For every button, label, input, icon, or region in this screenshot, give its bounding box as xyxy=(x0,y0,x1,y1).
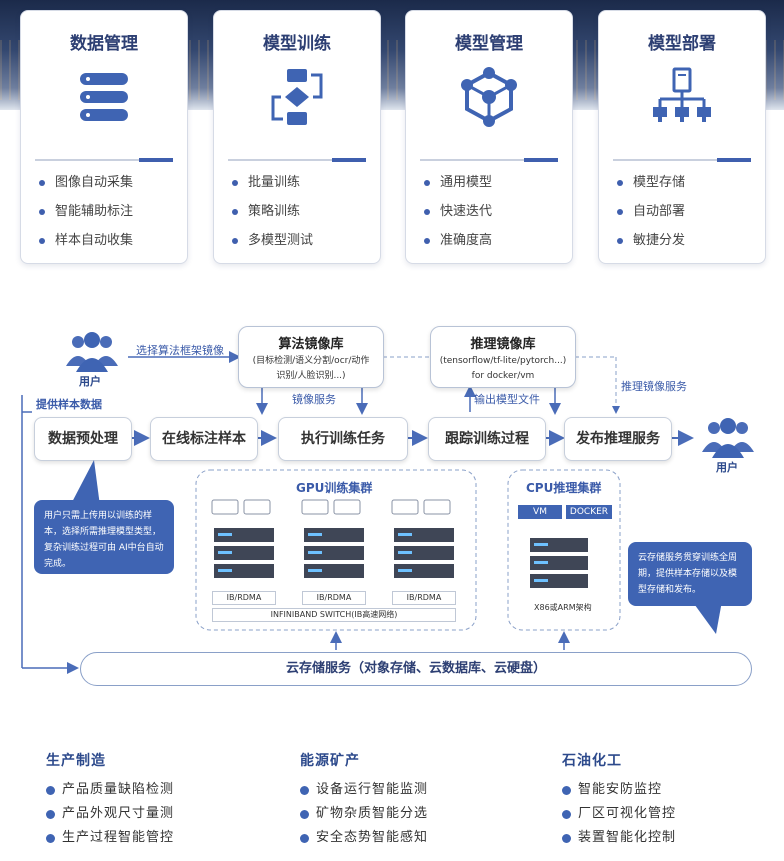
list-item: 通用模型 xyxy=(420,168,492,197)
industry-title: 生产制造 xyxy=(46,753,106,769)
card-model-deployment: 模型部署 模型存储 自动部署 敏捷分发 xyxy=(598,10,766,264)
cloud-storage-bar: 云存储服务（对象存储、云数据库、云硬盘） xyxy=(80,652,752,686)
card-divider xyxy=(420,158,558,162)
industry-title: 石油化工 xyxy=(562,753,622,769)
list-item: 智能辅助标注 xyxy=(35,197,133,226)
ib-rdma-label: IB/RDMA xyxy=(392,591,456,605)
list-item: 多模型测试 xyxy=(228,226,313,255)
card-divider xyxy=(613,158,751,162)
list-item: 策略训练 xyxy=(228,197,313,226)
image-service-label: 镜像服务 xyxy=(292,393,336,406)
list-item: 准确度高 xyxy=(420,226,492,255)
deploy-tree-icon xyxy=(653,67,711,122)
industry-list: 产品质量缺陷检测 产品外观尺寸量测 生产过程智能管控 xyxy=(46,778,296,850)
list-item: 生产过程智能管控 xyxy=(46,826,296,850)
card-title: 模型管理 xyxy=(455,34,523,54)
step-annotate: 在线标注样本 xyxy=(150,417,258,461)
card-list: 模型存储 自动部署 敏捷分发 xyxy=(613,168,685,255)
list-item: 自动部署 xyxy=(613,197,685,226)
ib-rdma-label: IB/RDMA xyxy=(212,591,276,605)
gpu-servers xyxy=(211,499,454,578)
repo-title: 推理镜像库 xyxy=(470,337,536,352)
list-item: 图像自动采集 xyxy=(35,168,133,197)
connector-lines xyxy=(21,351,694,674)
step-publish: 发布推理服务 xyxy=(564,417,672,461)
list-item: 智能安防监控 xyxy=(562,778,772,802)
industry-list: 智能安防监控 厂区可视化管控 装置智能化控制 xyxy=(562,778,772,850)
card-model-training: 模型训练 批量训练 策略训练 多模型测试 xyxy=(213,10,381,264)
industry-energy: 能源矿产 设备运行智能监测 矿物杂质智能分选 安全态势智能感知 xyxy=(300,750,550,850)
industry-petrochemical: 石油化工 智能安防监控 厂区可视化管控 装置智能化控制 xyxy=(562,750,772,850)
repo-subtitle: (tensorflow/tf-lite/pytorch...) xyxy=(439,356,567,366)
info-bubble-left: 用户只需上传用以训练的样本，选择所需推理模型类型，复杂训练过程可由 AI中台自动… xyxy=(34,500,174,574)
inference-image-repo: 推理镜像库 (tensorflow/tf-lite/pytorch...) fo… xyxy=(430,326,576,388)
card-data-management: 数据管理 图像自动采集 智能辅助标注 样本自动收集 xyxy=(20,10,188,264)
vm-tag: VM xyxy=(518,505,562,519)
flow-cycle-icon xyxy=(271,69,323,125)
user-group-icon xyxy=(702,418,754,458)
user-group-icon xyxy=(66,332,118,372)
cpu-cluster-title: CPU推理集群 xyxy=(526,481,602,495)
list-item: 快速迭代 xyxy=(420,197,492,226)
list-item: 厂区可视化管控 xyxy=(562,802,772,826)
ib-rdma-label: IB/RDMA xyxy=(302,591,366,605)
industry-title: 能源矿产 xyxy=(300,753,360,769)
card-divider xyxy=(228,158,366,162)
card-model-management: 模型管理 通用模型 快速迭代 准确度高 xyxy=(405,10,573,264)
select-framework-label: 选择算法框架镜像 xyxy=(136,344,224,357)
docker-tag: DOCKER xyxy=(566,505,612,519)
provide-samples-label: 提供样本数据 xyxy=(36,398,102,411)
list-item: 批量训练 xyxy=(228,168,313,197)
user-label-right: 用户 xyxy=(716,461,738,474)
server-stack-icon xyxy=(80,73,128,121)
repo-subtitle: (目标检测/语义分割/ocr/动作 xyxy=(252,356,370,366)
card-divider xyxy=(35,158,173,162)
card-list: 图像自动采集 智能辅助标注 样本自动收集 xyxy=(35,168,133,255)
list-item: 安全态势智能感知 xyxy=(300,826,550,850)
step-train: 执行训练任务 xyxy=(278,417,408,461)
algorithm-image-repo: 算法镜像库 (目标检测/语义分割/ocr/动作 识别/人脸识别...) xyxy=(238,326,384,388)
industry-list: 设备运行智能监测 矿物杂质智能分选 安全态势智能感知 xyxy=(300,778,550,850)
pipeline-diagram: 用户 用户 选择算法框架镜像 提供样本数据 镜像服务 输出模型文件 推理镜像服务… xyxy=(0,300,784,710)
card-list: 通用模型 快速迭代 准确度高 xyxy=(420,168,492,255)
hexagon-network-icon xyxy=(461,67,517,127)
industry-manufacturing: 生产制造 产品质量缺陷检测 产品外观尺寸量测 生产过程智能管控 xyxy=(46,750,296,850)
list-item: 装置智能化控制 xyxy=(562,826,772,850)
user-label-left: 用户 xyxy=(79,375,101,388)
step-preprocess: 数据预处理 xyxy=(34,417,132,461)
info-bubble-right: 云存储服务贯穿训练全周期，提供样本存储以及模型存储和发布。 xyxy=(628,542,752,606)
list-item: 产品外观尺寸量测 xyxy=(46,802,296,826)
output-model-label: 输出模型文件 xyxy=(474,393,540,406)
cpu-servers xyxy=(530,538,588,588)
card-title: 模型训练 xyxy=(263,34,331,54)
repo-subtitle: 识别/人脸识别...) xyxy=(276,371,346,381)
gpu-cluster-title: GPU训练集群 xyxy=(296,481,373,495)
cpu-arch-label: X86或ARM架构 xyxy=(534,603,592,612)
card-list: 批量训练 策略训练 多模型测试 xyxy=(228,168,313,255)
list-item: 模型存储 xyxy=(613,168,685,197)
card-title: 数据管理 xyxy=(70,34,138,54)
list-item: 矿物杂质智能分选 xyxy=(300,802,550,826)
list-item: 产品质量缺陷检测 xyxy=(46,778,296,802)
repo-title: 算法镜像库 xyxy=(278,337,344,352)
inference-image-service-label: 推理镜像服务 xyxy=(621,380,687,393)
card-title: 模型部署 xyxy=(648,34,716,54)
bubble-tail-left xyxy=(70,460,100,506)
repo-subtitle: for docker/vm xyxy=(471,371,535,381)
list-item: 样本自动收集 xyxy=(35,226,133,255)
list-item: 设备运行智能监测 xyxy=(300,778,550,802)
step-track: 跟踪训练过程 xyxy=(428,417,546,461)
list-item: 敏捷分发 xyxy=(613,226,685,255)
infiniband-switch-label: INFINIBAND SWITCH(IB高速网络) xyxy=(212,608,456,622)
